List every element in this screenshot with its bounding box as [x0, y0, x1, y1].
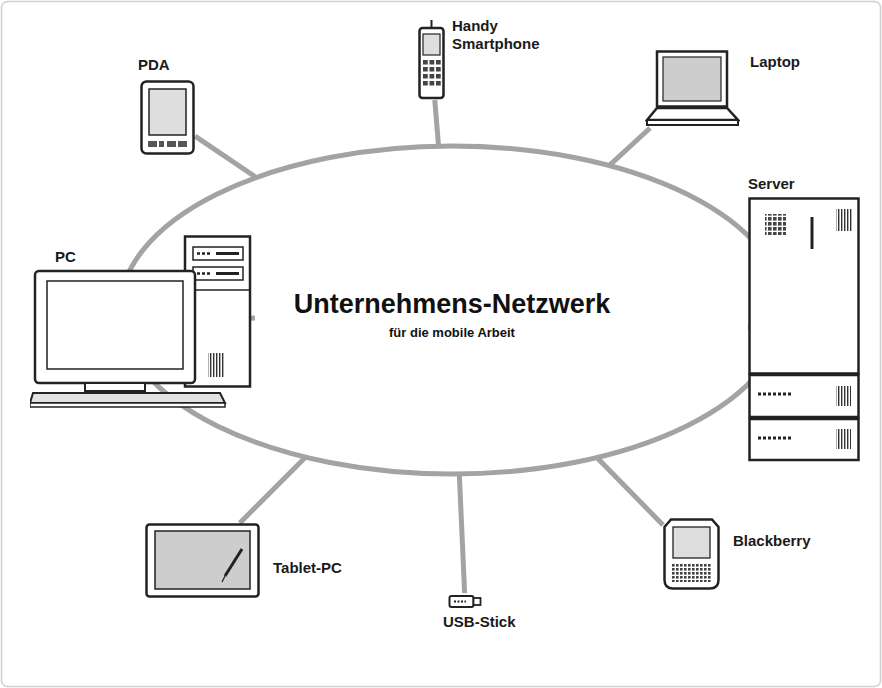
pda-device: PDA [140, 80, 195, 155]
network-connection [195, 136, 256, 177]
device-label: Blackberry [733, 532, 811, 550]
device-label: Server [748, 175, 795, 193]
usb-icon [448, 593, 482, 610]
device-label: Tablet-PC [273, 559, 342, 577]
tablet-icon [145, 523, 260, 598]
pda-icon [140, 80, 195, 155]
blackberry-icon [663, 518, 720, 590]
device-label: PDA [138, 56, 170, 74]
laptop-device: Laptop [645, 50, 740, 128]
device-label: PC [55, 248, 76, 266]
server-device: Server [748, 197, 860, 462]
network-title: Unternehmens-Netzwerk [294, 288, 611, 320]
network-connection [240, 457, 306, 523]
network-connection [609, 128, 650, 166]
phone-device: Handy Smartphone [418, 20, 445, 100]
phone-icon [418, 20, 445, 100]
server-icon [748, 197, 860, 462]
laptop-icon [645, 50, 740, 128]
network-subtitle: für die mobile Arbeit [389, 324, 515, 341]
device-label: Handy Smartphone [452, 17, 540, 53]
network-ring-outline [120, 146, 784, 474]
pc-device: PC [30, 235, 255, 410]
device-label: USB-Stick [443, 613, 516, 631]
network-connection [459, 474, 464, 593]
tablet-device: Tablet-PC [145, 523, 260, 598]
device-label: Laptop [750, 53, 800, 71]
network-connection [435, 100, 439, 146]
network-connection [597, 458, 663, 525]
usb-device: USB-Stick [448, 593, 482, 610]
blackberry-device: Blackberry [663, 518, 720, 590]
